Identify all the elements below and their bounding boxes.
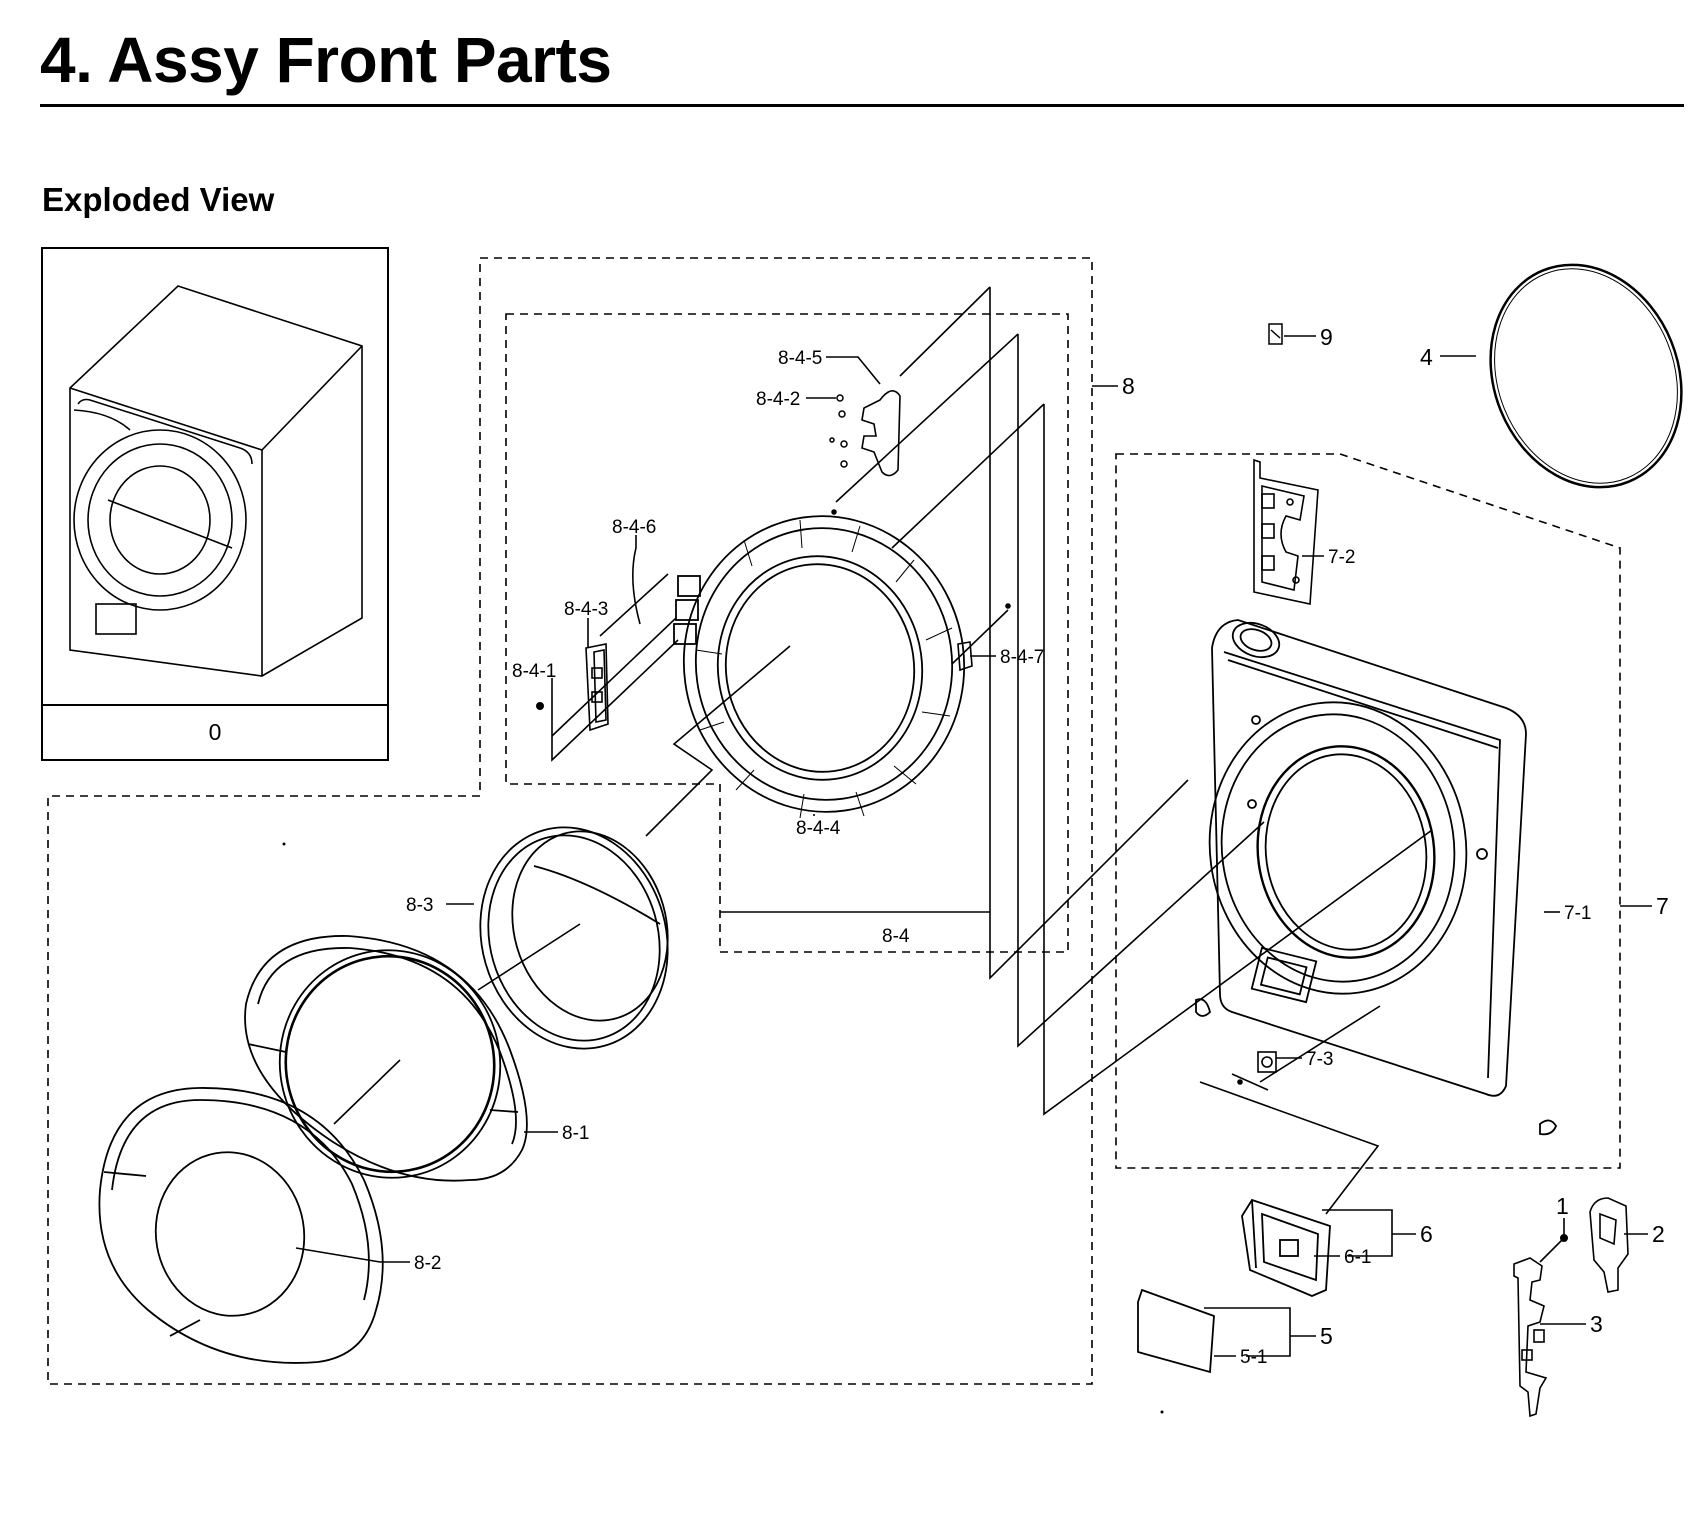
part-8-4-7 — [957, 603, 1011, 672]
assembly-boundaries — [47, 257, 1621, 1385]
cover-part-5 — [1137, 1288, 1215, 1374]
door-front-part-8-2 — [98, 1087, 384, 1364]
front-panel-part-7-1 — [1195, 619, 1558, 1136]
screw-part-8-4-1 — [536, 702, 544, 710]
boundary-assy-8-4 — [505, 313, 1069, 953]
page-title: 4. Assy Front Parts — [40, 24, 612, 96]
label-8-4-7: 8-4-7 — [1000, 647, 1044, 668]
leader-5 — [1204, 1307, 1316, 1357]
label-4: 4 — [1420, 344, 1433, 370]
door-glass-part-8-3 — [479, 826, 669, 1050]
label-0: 0 — [209, 719, 222, 745]
title-underline — [40, 104, 1684, 107]
assembly-leader-lines — [333, 286, 1433, 1215]
label-7: 7 — [1656, 893, 1669, 919]
label-8-4-3: 8-4-3 — [564, 599, 608, 620]
bracket-part-2 — [1589, 1197, 1629, 1293]
label-8-4-5: 8-4-5 — [778, 348, 822, 369]
label-7-1: 7-1 — [1564, 903, 1591, 924]
label-3: 3 — [1590, 1311, 1603, 1337]
drum-ring-part-4 — [1489, 263, 1683, 489]
label-8: 8 — [1122, 373, 1135, 399]
overview-washer-drawing — [69, 285, 363, 677]
label-5: 5 — [1320, 1323, 1333, 1349]
label-8-4-6: 8-4-6 — [612, 517, 656, 538]
callout-labels: 8-4-5 8-4-2 8-4-6 8-4-3 8-4-1 8-4-7 8-4-… — [406, 324, 1669, 1368]
leader-1 — [1539, 1218, 1565, 1263]
label-6: 6 — [1420, 1221, 1433, 1247]
label-6-1: 6-1 — [1344, 1247, 1371, 1268]
label-8-4-1: 8-4-1 — [512, 661, 556, 682]
boundary-assy-7 — [1115, 453, 1621, 1169]
clip-part-9 — [1268, 323, 1283, 345]
label-8-4-4: 8-4-4 — [796, 818, 841, 839]
label-1: 1 — [1556, 1193, 1569, 1219]
overview-box: 0 — [41, 247, 389, 761]
bracket-part-7-2 — [1253, 458, 1319, 605]
label-5-1: 5-1 — [1240, 1347, 1267, 1368]
scan-specks — [282, 842, 1164, 1414]
door-cover-part-8-1 — [244, 935, 528, 1182]
hinge-part-8-4-5 — [861, 390, 901, 477]
label-8-4: 8-4 — [882, 926, 910, 947]
screws-part-8-4-2 — [829, 394, 848, 515]
label-8-3: 8-3 — [406, 895, 433, 916]
box-part-6 — [1241, 1198, 1331, 1297]
leader-6 — [1322, 1209, 1416, 1257]
leader-8-2 — [295, 1247, 410, 1263]
label-2: 2 — [1652, 1221, 1665, 1247]
boundary-assy-8 — [47, 257, 1093, 1385]
door-lock-part-3 — [1513, 1257, 1548, 1418]
label-8-2: 8-2 — [414, 1253, 441, 1274]
door-frame-part-8-4 — [673, 515, 966, 819]
label-9: 9 — [1320, 324, 1333, 350]
label-8-4-2: 8-4-2 — [756, 389, 800, 410]
label-7-3: 7-3 — [1306, 1049, 1333, 1070]
spring-part-8-4-6 — [632, 547, 641, 625]
label-8-1: 8-1 — [562, 1123, 589, 1144]
part-7-3 — [1237, 1051, 1277, 1085]
handle-part-8-4-3 — [585, 643, 609, 732]
section-subtitle: Exploded View — [42, 181, 275, 218]
leader-8-4-5 — [826, 356, 881, 385]
callout-leaders — [295, 335, 1652, 1357]
label-7-2: 7-2 — [1328, 547, 1355, 568]
